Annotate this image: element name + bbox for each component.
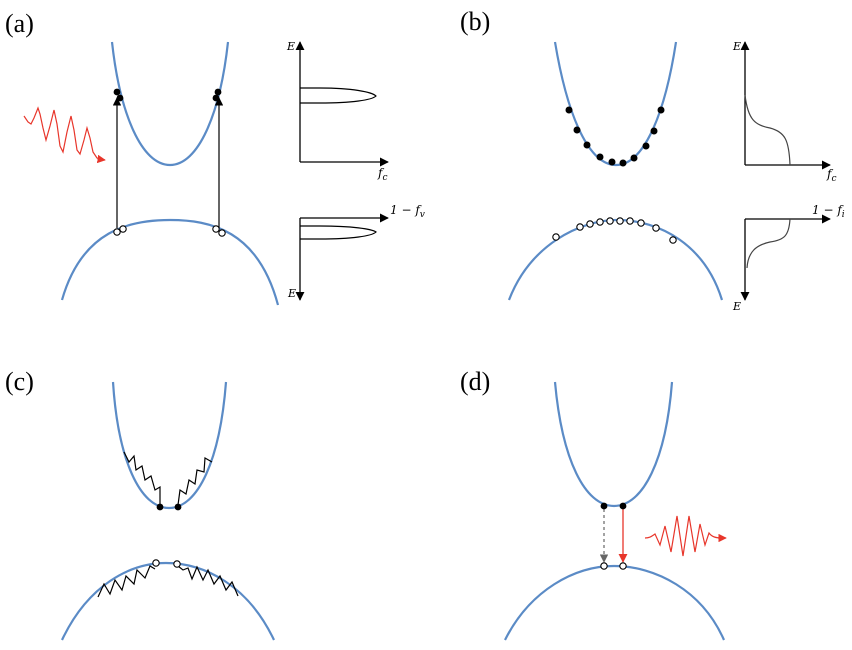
hole — [552, 233, 560, 241]
electron — [583, 141, 591, 149]
panel-b-upper-x-label: fc — [826, 167, 837, 184]
electron — [113, 88, 121, 96]
panel-a-upper-y-label: E — [286, 40, 295, 53]
panel-c-valence-band — [61, 561, 275, 641]
electron — [573, 126, 581, 134]
panel-a-photon-wave — [23, 106, 103, 161]
panel-c-conduction-band — [111, 381, 228, 510]
hole — [626, 217, 634, 225]
hole — [576, 223, 584, 231]
panel-c-phonon-cb-left — [123, 451, 161, 505]
hole — [152, 559, 160, 567]
panel-b-valence-band — [507, 218, 724, 301]
panel-d-label: (d) — [460, 367, 490, 396]
panel-c-phonon-vb-right — [177, 565, 239, 597]
panel-a-electron-distribution — [300, 87, 377, 104]
panel-a: (a) E fc 1 − fv E — [5, 9, 425, 306]
hole — [212, 225, 220, 233]
panel-b-electron-distribution — [744, 94, 791, 166]
electron — [596, 153, 604, 161]
panel-b-holes — [552, 217, 677, 244]
hole — [619, 562, 627, 570]
panel-c-phonon-cb-right — [177, 457, 213, 506]
hole — [218, 229, 226, 237]
panel-d-conduction-band — [553, 381, 674, 508]
panel-a-photon-arrow — [96, 154, 106, 164]
electron — [619, 502, 627, 510]
panel-a-upper-x-label: fc — [377, 166, 388, 183]
panel-d-photon-wave — [644, 515, 723, 557]
electron — [212, 94, 220, 102]
hole — [600, 562, 608, 570]
electron — [156, 503, 164, 511]
electron — [214, 88, 222, 96]
hole — [637, 219, 645, 227]
hole — [669, 236, 677, 244]
electron — [116, 94, 124, 102]
electron — [657, 106, 665, 114]
hole — [652, 224, 660, 232]
electron — [608, 158, 616, 166]
panel-b-upper-y-label: E — [732, 40, 741, 53]
panel-a-valence-band — [60, 218, 280, 306]
electron — [565, 106, 573, 114]
hole — [616, 217, 624, 225]
panel-c-label: (c) — [5, 367, 34, 396]
panel-d: (d) — [460, 367, 727, 641]
panel-b-hole-distribution — [746, 218, 791, 269]
electron — [174, 503, 182, 511]
electron — [600, 502, 608, 510]
panel-b-electrons — [565, 106, 665, 167]
hole — [119, 225, 127, 233]
electron — [642, 142, 650, 150]
electron — [650, 127, 658, 135]
electron — [619, 159, 627, 167]
hole — [586, 220, 594, 228]
panel-b-conduction-band — [553, 41, 678, 167]
panel-b-lower-x-label: 1 − fi — [812, 203, 845, 220]
hole — [173, 560, 181, 568]
panel-b-label: (b) — [460, 7, 490, 36]
hole — [113, 228, 121, 236]
panel-b-lower-y-label: E — [732, 300, 741, 313]
hole — [596, 218, 604, 226]
panel-a-lower-y-label: E — [287, 287, 296, 300]
panel-c: (c) — [5, 367, 275, 641]
panel-a-label: (a) — [5, 9, 34, 38]
panel-a-hole-distribution — [300, 225, 377, 240]
panel-d-valence-band — [504, 564, 726, 641]
electron — [630, 154, 638, 162]
panel-b: (b) — [460, 7, 845, 313]
panel-a-lower-x-label: 1 − fv — [390, 203, 425, 220]
panel-a-conduction-band — [110, 41, 230, 167]
panel-c-phonon-vb-left — [97, 565, 156, 598]
hole — [606, 217, 614, 225]
